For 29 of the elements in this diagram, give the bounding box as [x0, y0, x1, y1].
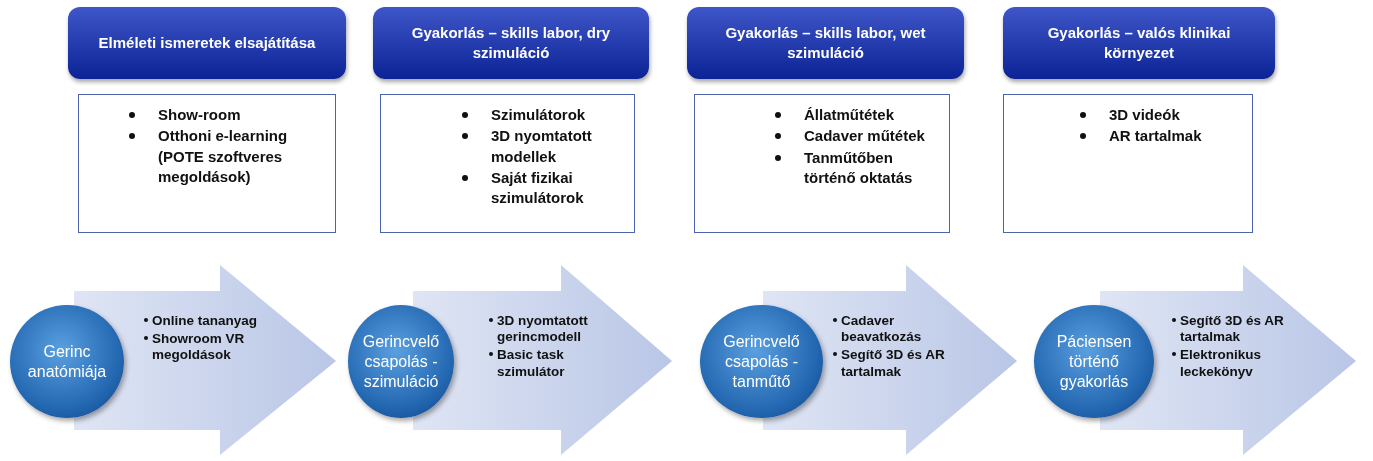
header-box: Gyakorlás – skills labor, dry szimuláció: [373, 7, 649, 79]
bullet-item: Basic task szimulátor: [497, 347, 565, 379]
bullet-item: Otthoni e-learning (POTE szoftveres megoldások): [158, 127, 288, 185]
list-box: [1003, 94, 1253, 233]
header-box: Elméleti ismeretek elsajátítása: [68, 7, 346, 79]
bullet-item: Cadaver beavatkozás: [841, 313, 922, 345]
list-box: [78, 94, 336, 233]
bullet-item: Állatműtétek: [804, 106, 895, 123]
bullet-item: Showroom VR megoldások: [152, 331, 245, 363]
header-box: Gyakorlás – skills labor, wet szimuláció: [687, 7, 964, 79]
bullet-item: Segítő 3D és AR tartalmak: [1180, 313, 1284, 345]
bullet-item: Cadaver műtétek: [804, 127, 925, 145]
bullet-item: Szimulátorok: [491, 106, 586, 123]
bullet-item: AR tartalmak: [1109, 127, 1202, 145]
bullet-item: Elektronikus leckekönyv: [1180, 347, 1262, 379]
bullet-item: Segítő 3D és AR tartalmak: [841, 347, 945, 379]
stage-circle: Gerinc anatómiája: [10, 305, 124, 418]
header-box: Gyakorlás – valós klinikai környezet: [1003, 7, 1275, 79]
list-box: [694, 94, 950, 233]
bullet-item: 3D videók: [1109, 106, 1180, 123]
bullet-item: Online tananyag: [152, 313, 258, 328]
bullet-item: 3D nyomtatott modellek: [491, 127, 592, 165]
list-box: [380, 94, 635, 233]
bullet-item: Saját fizikai szimulátorok: [491, 168, 584, 206]
stage-circle: Páciensen történő gyakorlás: [1034, 305, 1154, 418]
bullet-item: 3D nyomtatott gerincmodell: [497, 313, 588, 345]
bullet-item: Tanműtőben történő oktatás: [804, 148, 913, 186]
bullet-item: Show-room: [158, 106, 241, 123]
stage-circle: Gerincvelő csapolás - szimuláció: [348, 305, 454, 418]
